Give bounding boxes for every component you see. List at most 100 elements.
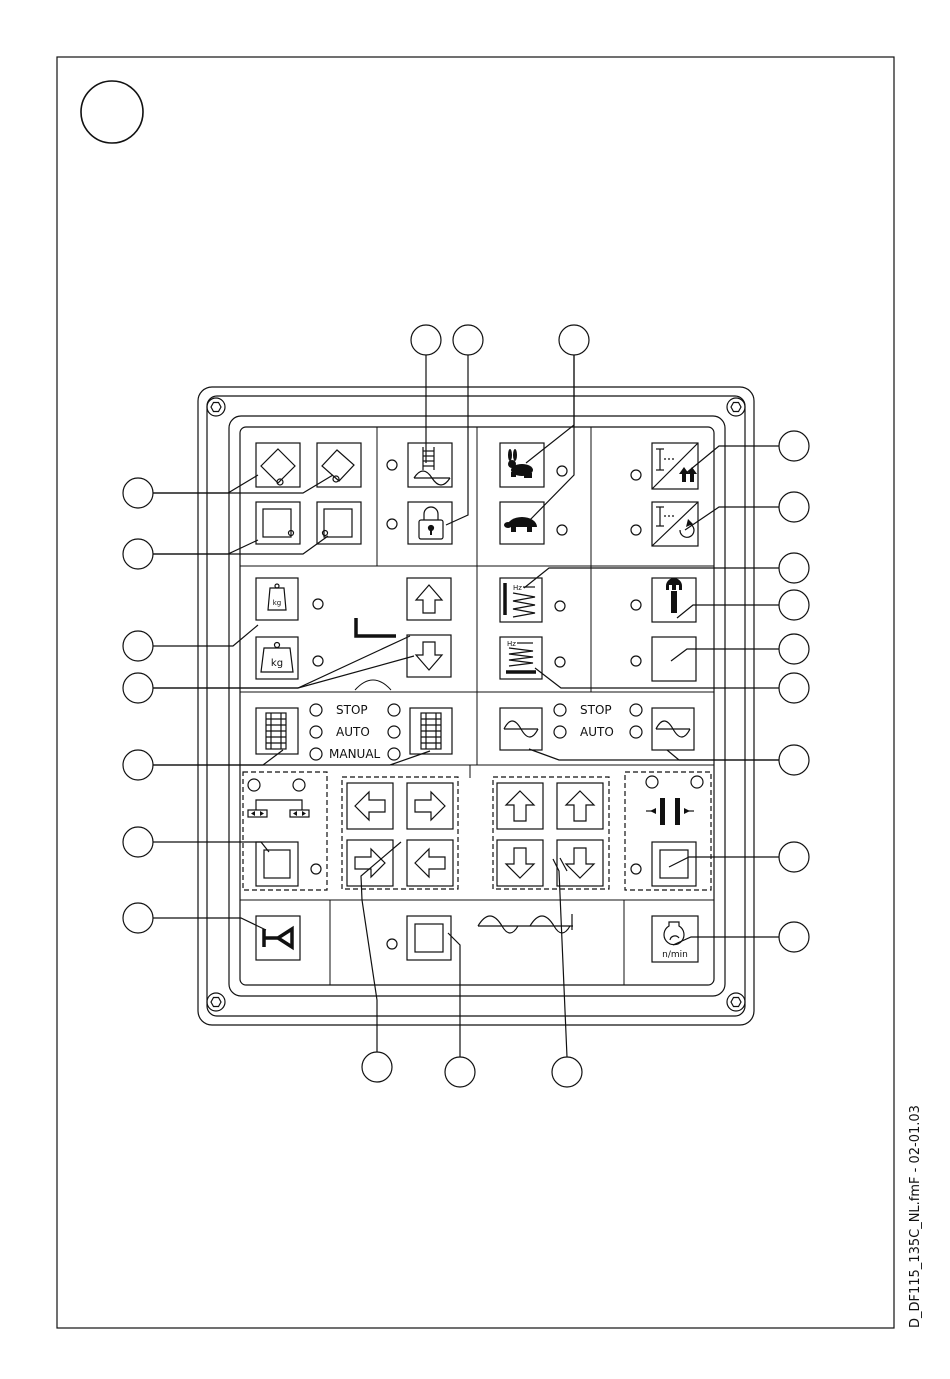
- leader-line: [153, 750, 283, 765]
- arrow-up-icon: [506, 791, 534, 821]
- indicator-led: [388, 748, 400, 760]
- mode-stop-label: STOP: [336, 703, 368, 717]
- frequency-low-button[interactable]: Hz: [500, 637, 542, 679]
- weight-large-button[interactable]: kg: [256, 637, 298, 679]
- leader-line: [685, 507, 779, 530]
- row-5: n/min: [256, 914, 698, 962]
- fast-speed-button[interactable]: [500, 443, 544, 487]
- lock-button[interactable]: [408, 502, 452, 544]
- indicator-led: [631, 525, 641, 535]
- steer-right-button[interactable]: [407, 783, 453, 829]
- rpm-label: n/min: [662, 950, 688, 960]
- travel-up-right-button[interactable]: [557, 783, 603, 829]
- mode-auto-label: AUTO: [580, 725, 614, 739]
- engine-speed-button[interactable]: n/min: [652, 916, 698, 962]
- leader-line: [677, 605, 779, 618]
- indicator-led: [631, 600, 641, 610]
- callout-circle: [123, 478, 153, 508]
- weight-icon: kg: [261, 643, 293, 673]
- leader-line: [153, 918, 266, 930]
- steer-left-button[interactable]: [347, 783, 393, 829]
- indicator-led: [310, 726, 322, 738]
- frequency-high-button[interactable]: Hz: [500, 578, 542, 622]
- steer-right-lower-button[interactable]: [347, 840, 393, 886]
- callout-circle: [123, 903, 153, 933]
- vibration-start-button[interactable]: [407, 916, 451, 960]
- clamp-icon: [646, 798, 694, 825]
- screw-icon: [727, 993, 745, 1011]
- indicator-led: [557, 466, 567, 476]
- leader-line: [153, 475, 258, 493]
- speed-slow-tortoise-icon: [504, 517, 537, 532]
- leader-line: [153, 842, 269, 852]
- ladder-icon: [423, 447, 434, 470]
- leader-line: [667, 750, 779, 760]
- width-button[interactable]: [256, 842, 298, 886]
- indicator-led: [630, 704, 642, 716]
- arrow-down-icon: [506, 848, 534, 878]
- leader-line: [529, 749, 779, 760]
- ladder-mode-right-button[interactable]: [410, 708, 452, 754]
- mast-rotate-button[interactable]: [652, 502, 698, 546]
- arrow-up-icon: [566, 791, 594, 821]
- mast-lift-button[interactable]: [652, 443, 698, 489]
- steer-left-lower-button[interactable]: [407, 840, 453, 886]
- mode-auto-label: AUTO: [336, 725, 370, 739]
- callout-circle: [123, 673, 153, 703]
- callout-circle: [123, 539, 153, 569]
- indicator-led: [388, 704, 400, 716]
- ladder-mode-left-button[interactable]: [256, 708, 298, 754]
- callout-circle: [559, 325, 589, 355]
- indicator-led: [310, 704, 322, 716]
- mode-manual-label: MANUAL: [329, 747, 381, 761]
- file-reference-label: D_DF115_135C_NL.fmF - 02-01.03: [908, 908, 923, 1328]
- leader-line: [673, 937, 779, 945]
- spanner-icon: [666, 578, 682, 613]
- indicator-led: [388, 726, 400, 738]
- double-vibration-icon: [478, 914, 573, 933]
- arrow-up-icon: [416, 585, 442, 613]
- weight-icon: kg: [268, 584, 286, 610]
- svg-text:Hz: Hz: [513, 584, 522, 592]
- indicator-led: [557, 525, 567, 535]
- callout-circle: [779, 673, 809, 703]
- travel-down-right-button[interactable]: [557, 840, 603, 886]
- indicator-led: [313, 599, 323, 609]
- screw-icon: [207, 398, 225, 416]
- leader-line: [669, 857, 779, 867]
- square-left-button[interactable]: [256, 502, 300, 544]
- indicator-led: [387, 939, 397, 949]
- lock-icon: [419, 507, 443, 539]
- service-button[interactable]: [652, 578, 696, 622]
- square-right-button[interactable]: [317, 502, 361, 544]
- arrow-left-icon: [415, 849, 445, 877]
- slow-speed-button[interactable]: [500, 502, 544, 544]
- arrow-up-icon: [679, 467, 689, 482]
- vibration-mode-left-button[interactable]: [500, 708, 542, 750]
- vibration-mode-right-button[interactable]: [652, 708, 694, 750]
- indicator-led: [555, 657, 565, 667]
- callouts: [123, 325, 809, 1087]
- vibration-icon: [513, 593, 535, 617]
- raise-button[interactable]: [407, 578, 451, 620]
- travel-up-left-button[interactable]: [497, 783, 543, 829]
- callout-circle: [552, 1057, 582, 1087]
- weight-small-button[interactable]: kg: [256, 578, 298, 620]
- screw-icon: [727, 398, 745, 416]
- indicator-led: [631, 470, 641, 480]
- indicator-led: [554, 726, 566, 738]
- callout-circle: [779, 745, 809, 775]
- horn-button[interactable]: [256, 916, 300, 960]
- callout-circle: [123, 827, 153, 857]
- ladder-vibration-button[interactable]: [408, 443, 452, 487]
- indicator-led: [630, 726, 642, 738]
- callout-circle: [779, 553, 809, 583]
- callout-circle: [411, 325, 441, 355]
- indicator-led: [554, 704, 566, 716]
- tilt-left-button[interactable]: [256, 443, 300, 487]
- screw-icon: [207, 993, 225, 1011]
- vibration-icon: [509, 648, 533, 666]
- travel-down-left-button[interactable]: [497, 840, 543, 886]
- leader-line: [361, 842, 401, 1052]
